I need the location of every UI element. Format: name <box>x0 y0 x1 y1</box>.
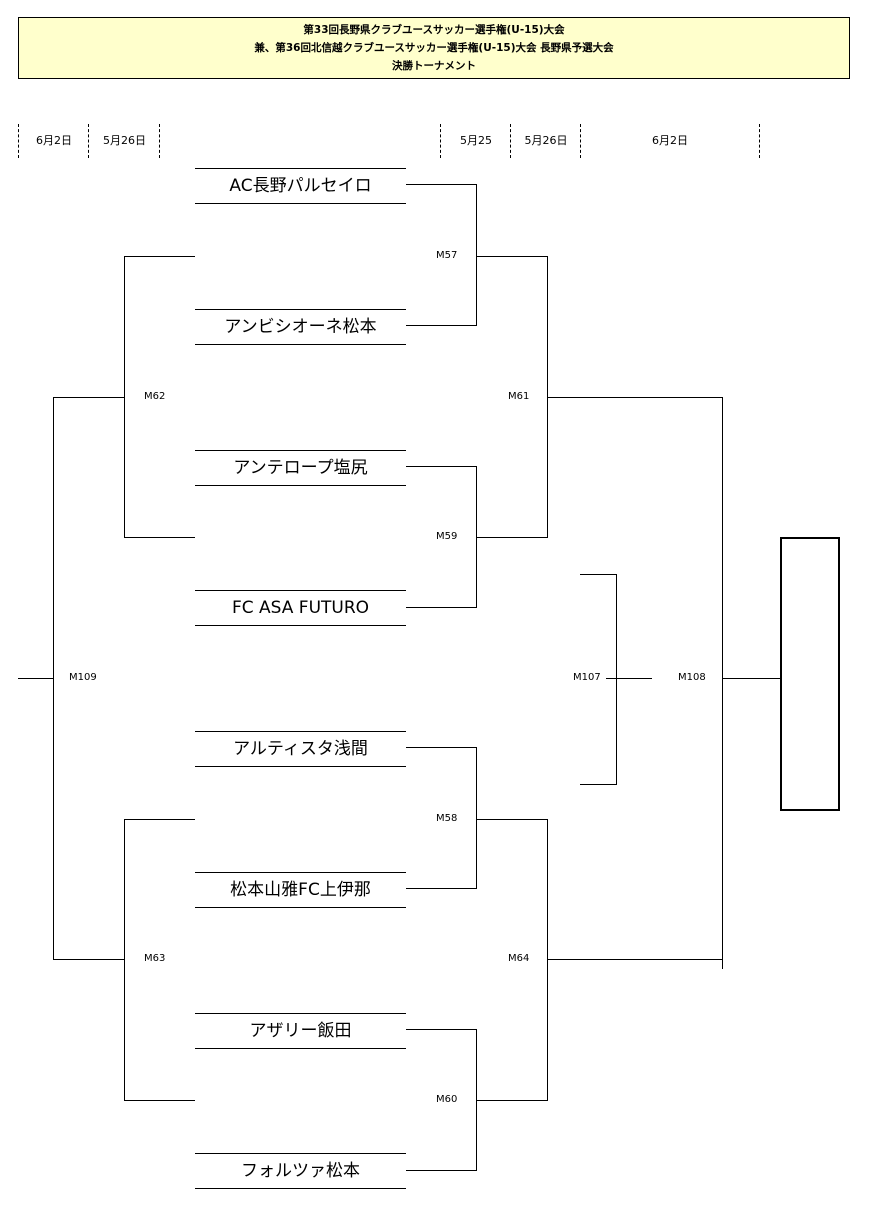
bracket-line <box>476 747 477 889</box>
match-label-m63: M63 <box>144 953 166 964</box>
team-slot-3: アンテロープ塩尻 <box>195 450 406 486</box>
bracket-line <box>476 819 547 820</box>
bracket-line <box>124 256 195 257</box>
match-label-m62: M62 <box>144 391 166 402</box>
match-label-m109: M109 <box>69 672 97 683</box>
bracket-line <box>606 678 652 679</box>
bracket-line <box>547 959 722 960</box>
bracket-line <box>124 819 125 1101</box>
date-left-divider <box>159 124 160 158</box>
bracket-line <box>476 256 547 257</box>
team-slot-4: FC ASA FUTURO <box>195 590 406 626</box>
team-slot-6: 松本山雅FC上伊那 <box>195 872 406 908</box>
bracket-line <box>18 678 53 679</box>
bracket-line <box>580 574 616 575</box>
date-right-r2: 5月26日 <box>510 124 581 158</box>
bracket-line <box>406 747 476 748</box>
team-slot-2: アンビシオーネ松本 <box>195 309 406 345</box>
bracket-line <box>476 184 477 326</box>
bracket-line <box>406 466 476 467</box>
team-slot-1: AC長野パルセイロ <box>195 168 406 204</box>
match-label-m57: M57 <box>436 250 458 261</box>
bracket-line <box>53 397 124 398</box>
bracket-line <box>722 397 723 969</box>
date-left-final: 6月2日 <box>18 124 89 158</box>
bracket-line <box>124 819 195 820</box>
tournament-title: 第33回長野県クラブユースサッカー選手権(U-15)大会 <box>303 24 565 36</box>
match-label-m108: M108 <box>678 672 706 683</box>
bracket-line <box>547 819 548 1101</box>
bracket-line <box>124 256 125 538</box>
bracket-line <box>53 397 54 960</box>
date-left-semi: 5月26日 <box>88 124 160 158</box>
winner-box <box>780 537 840 811</box>
tournament-header: 第33回長野県クラブユースサッカー選手権(U-15)大会 兼、第36回北信越クラ… <box>18 17 850 79</box>
bracket-line <box>406 325 476 326</box>
match-label-m107: M107 <box>573 672 603 684</box>
match-label-m58: M58 <box>436 813 458 824</box>
bracket-line <box>406 1170 476 1171</box>
bracket-line <box>124 1100 195 1101</box>
team-slot-5: アルティスタ浅間 <box>195 731 406 767</box>
bracket-line <box>722 678 780 679</box>
date-right-final: 6月2日 <box>580 124 760 158</box>
bracket-line <box>476 1100 547 1101</box>
bracket-line <box>406 607 476 608</box>
bracket-line <box>580 784 616 785</box>
match-label-m59: M59 <box>436 531 458 542</box>
match-label-m64: M64 <box>508 953 530 964</box>
match-label-m61: M61 <box>508 391 530 402</box>
match-label-m60: M60 <box>436 1094 458 1105</box>
bracket-line <box>616 574 617 785</box>
bracket-line <box>406 184 476 185</box>
date-right-r1: 5月25 <box>440 124 511 158</box>
bracket-line <box>53 959 124 960</box>
bracket-line <box>124 537 195 538</box>
bracket-line <box>476 537 547 538</box>
team-slot-8: フォルツァ松本 <box>195 1153 406 1189</box>
bracket-line <box>547 397 722 398</box>
tournament-subtitle: 兼、第36回北信越クラブユースサッカー選手権(U-15)大会 長野県予選大会 <box>254 42 614 54</box>
tournament-stage: 決勝トーナメント <box>392 60 476 72</box>
team-slot-7: アザリー飯田 <box>195 1013 406 1049</box>
bracket-line <box>406 888 476 889</box>
bracket-line <box>406 1029 476 1030</box>
